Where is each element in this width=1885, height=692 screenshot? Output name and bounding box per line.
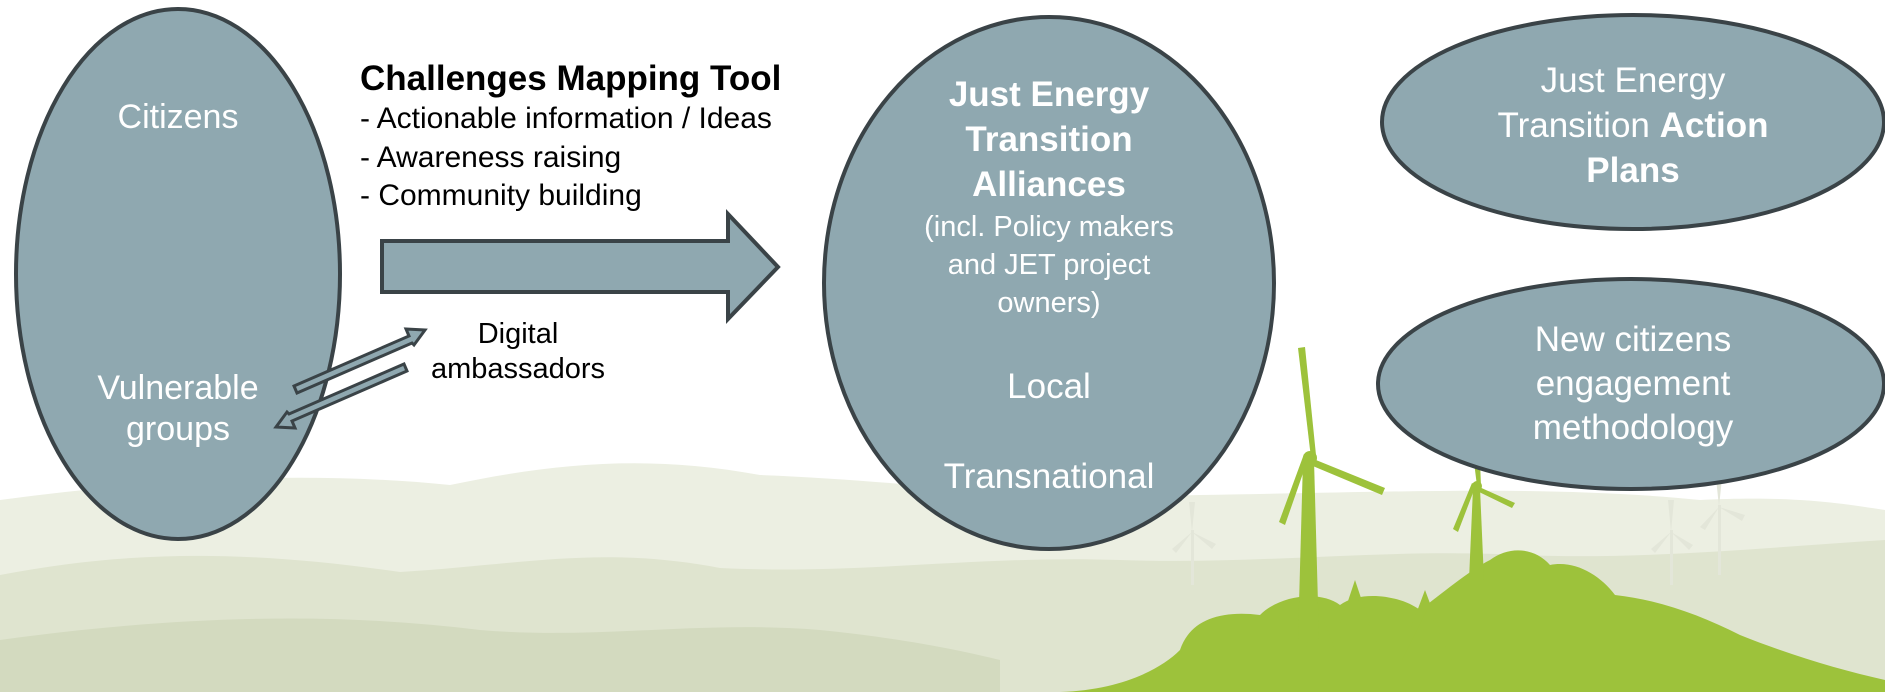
citizens-label: Citizens	[117, 98, 239, 136]
turbine-green-large	[1279, 347, 1385, 640]
methodology-label: New citizens engagement methodology	[1532, 320, 1734, 447]
alliances-title: Just Energy Transition Alliances	[948, 75, 1150, 204]
turbine-pale-2	[1651, 500, 1693, 585]
action-plans-ellipse	[1380, 13, 1885, 231]
mapping-tool-item: - Community building	[360, 179, 642, 212]
methodology-ellipse	[1376, 277, 1885, 491]
digital-ambassadors-label: Digital ambassadors	[418, 317, 618, 387]
ambassador-arrow-out	[292, 327, 428, 395]
turbine-green-small	[1453, 462, 1515, 580]
vulnerable-groups-label: Vulnerable groups	[97, 369, 259, 448]
mapping-tool-title: Challenges Mapping Tool	[360, 59, 782, 98]
alliances-local: Local	[1007, 367, 1091, 406]
action-plans-prefix: Just Energy Transition	[1497, 61, 1726, 145]
alliances-subtitle: (incl. Policy makers and JET project own…	[924, 211, 1174, 319]
mapping-tool-item: - Awareness raising	[360, 141, 622, 174]
turbine-pale-3	[1700, 478, 1745, 575]
mapping-tool-arrow	[380, 208, 781, 324]
hill-near	[0, 618, 1000, 692]
alliances-transnational: Transnational	[943, 457, 1155, 496]
ambassadors-line-1: Digital	[477, 318, 559, 350]
green-hill	[1060, 550, 1885, 692]
ambassador-arrow-in	[273, 362, 409, 430]
mapping-tool-item: - Actionable information / Ideas	[360, 102, 772, 135]
action-plans-label: Just Energy Transition Action Plans	[1470, 58, 1796, 193]
turbine-pale-1	[1172, 502, 1216, 585]
citizens-ellipse	[14, 7, 342, 541]
alliances-ellipse	[822, 15, 1276, 551]
action-plans-bold: Action Plans	[1586, 106, 1769, 190]
ambassadors-line-2: ambassadors	[430, 352, 606, 385]
